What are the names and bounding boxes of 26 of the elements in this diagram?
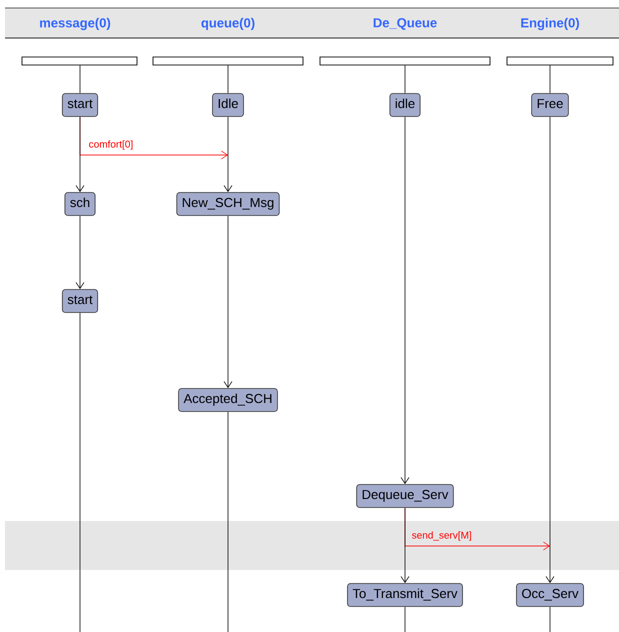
state-box: start bbox=[62, 289, 98, 313]
state-box: Accepted_SCH bbox=[178, 388, 278, 412]
message-label: send_serv[M] bbox=[412, 531, 472, 541]
state-box: New_SCH_Msg bbox=[176, 192, 280, 216]
lane-title: De_Queue bbox=[374, 18, 437, 30]
state-box: idle bbox=[389, 93, 421, 117]
lane-title: message(0) bbox=[40, 18, 110, 30]
message-label: comfort[0] bbox=[89, 140, 132, 150]
state-box: sch bbox=[64, 192, 96, 216]
lifeline-arrow bbox=[224, 216, 232, 388]
lifeline-arrow bbox=[400, 508, 410, 584]
lifeline bbox=[404, 65, 406, 94]
lane-title: queue(0) bbox=[201, 18, 254, 30]
lane-title: Engine(0) bbox=[521, 18, 579, 30]
state-box: Free bbox=[531, 93, 569, 117]
lifeline-arrow bbox=[224, 116, 232, 192]
state-box: Idle bbox=[212, 93, 244, 117]
state-box: To_Transmit_Serv bbox=[347, 583, 463, 607]
lifeline-arrow bbox=[76, 116, 84, 192]
lifeline-arrow bbox=[76, 216, 84, 290]
state-box: Dequeue_Serv bbox=[356, 484, 454, 508]
lifeline-arrow bbox=[400, 116, 410, 484]
lifeline-arrow bbox=[546, 116, 554, 584]
state-box: start bbox=[62, 93, 98, 117]
lifeline bbox=[404, 606, 406, 632]
state-box: Occ_Serv bbox=[516, 583, 584, 607]
